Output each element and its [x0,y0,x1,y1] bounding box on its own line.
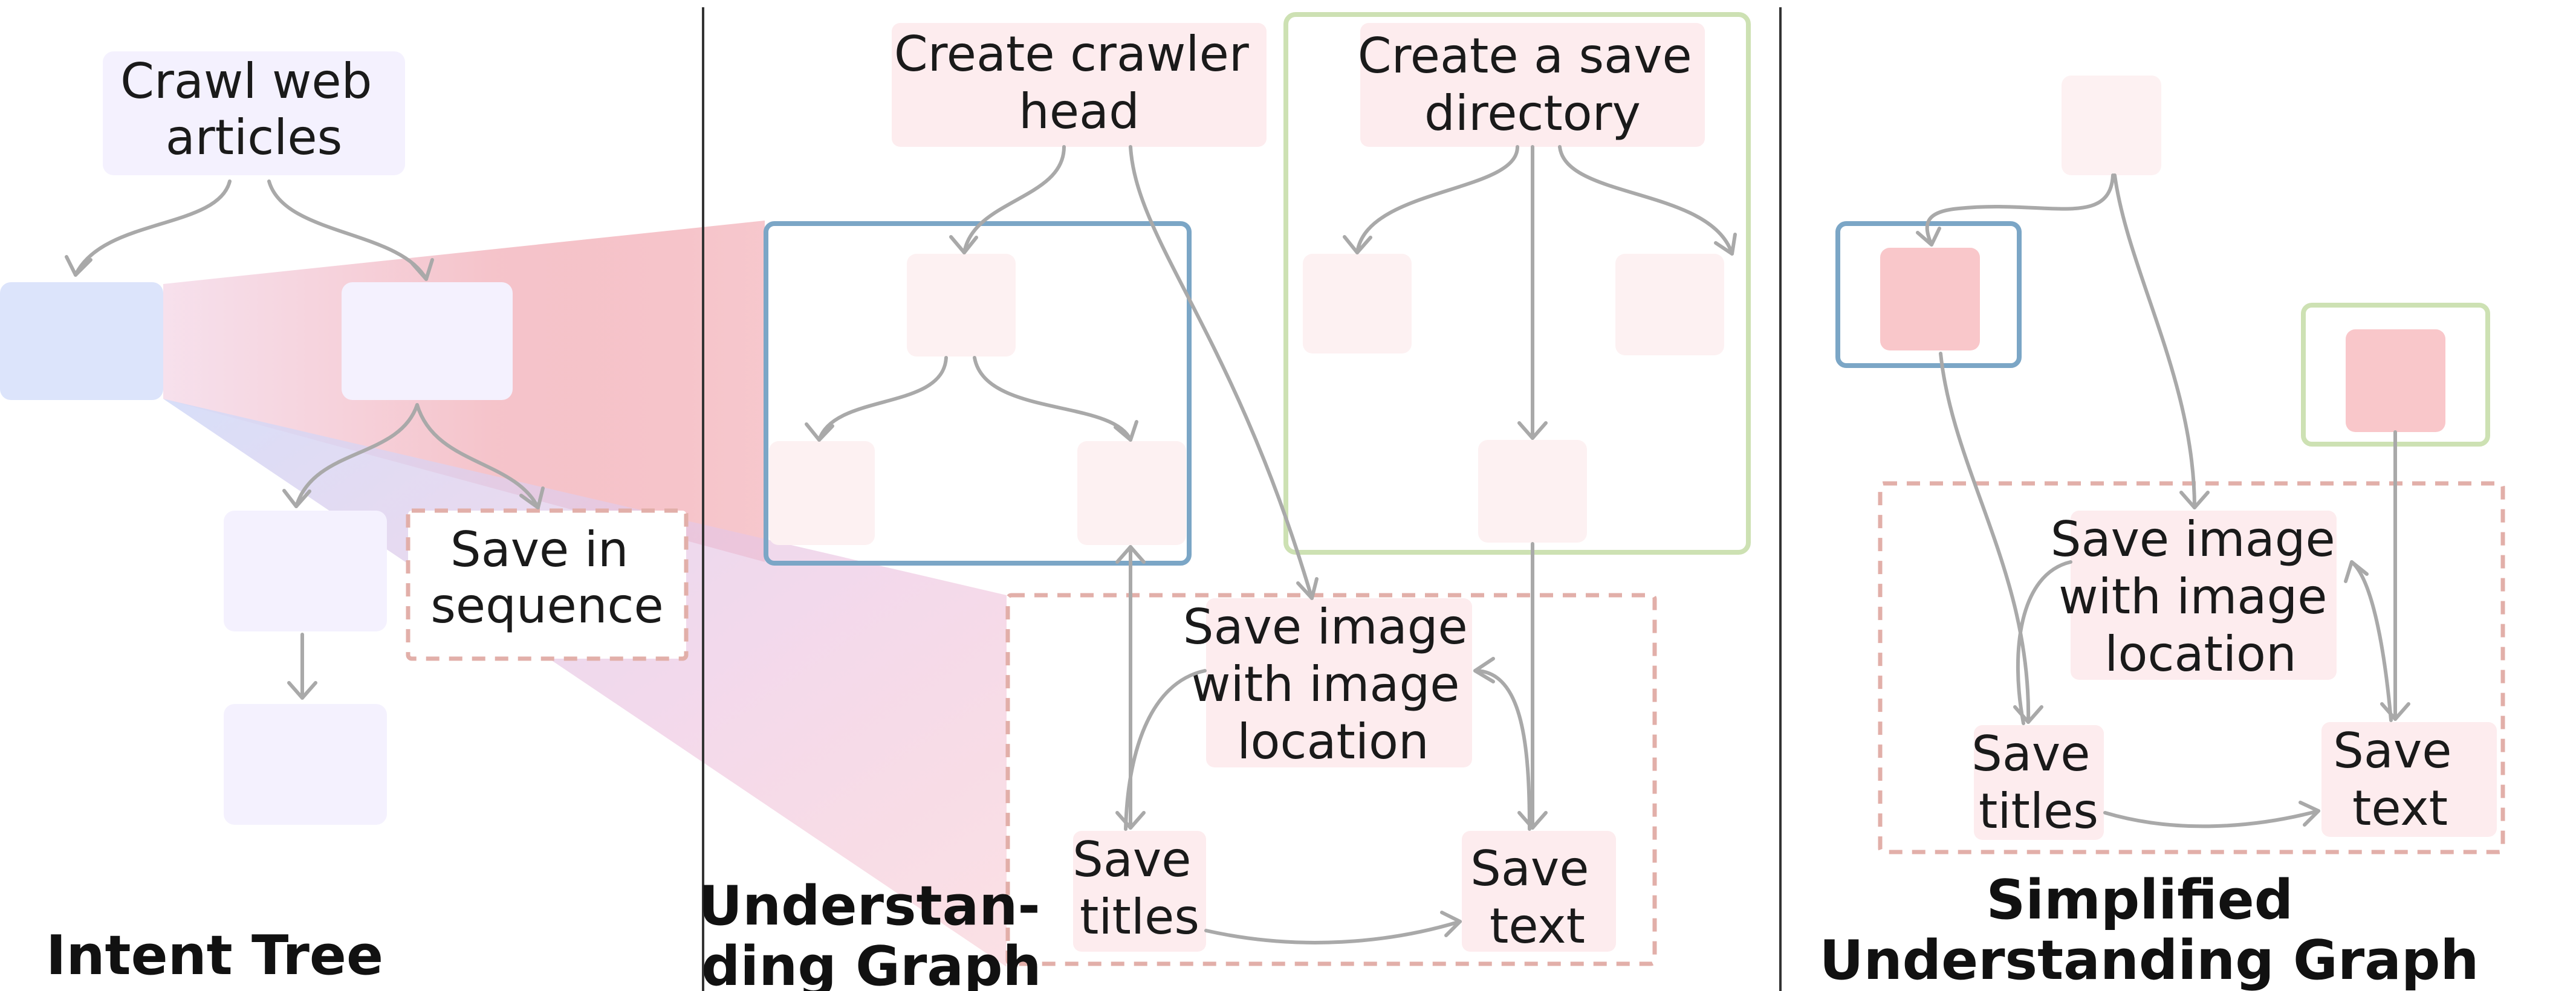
edge [2350,560,2393,722]
sug-titles-text: Save titles [1971,726,2106,839]
arrowhead [519,486,545,509]
sug-dashed-frame [1878,481,2505,854]
intent-root-text: Crawl web articles [120,53,388,166]
arrowhead [805,422,834,442]
intent-root-node [103,51,405,175]
ug-titles-text: Save titles [1072,831,1207,945]
arrowhead [1473,657,1495,683]
ug-green-frame [1283,12,1751,555]
arrowhead [410,258,434,281]
intent-highlight-node [0,282,163,400]
arrowhead [65,255,92,277]
intent-leaf-node [406,508,689,661]
edge [2103,809,2320,828]
arrowhead [1440,911,1462,937]
simplified-graph-title: Simplified Understanding Graph [1820,868,2479,991]
arrowhead [1115,545,1146,564]
ug-head-node [892,23,1267,147]
ug-faded-node [1077,441,1186,545]
intent-tree-title: Intent Tree [46,924,383,987]
ug-head-text: Create crawler head [894,26,1264,140]
ug-blue-frame [764,221,1192,566]
ug-dir-node [1360,23,1705,147]
ug-dashed-frame [1005,593,1657,966]
arrowhead [2013,705,2043,724]
sug-strong-node [1880,248,1980,350]
sug-text-text: Save text [2333,723,2467,836]
arrowhead [1115,811,1146,830]
sug-image-text: Save image with image location [2051,511,2351,682]
ug-faded-node [907,254,1016,357]
intent-node [342,282,513,400]
arrowhead [2299,801,2320,827]
edge [2016,560,2072,725]
edge [1204,920,1462,944]
arrowhead [1343,235,1372,254]
arrowhead [1916,227,1941,247]
arrowhead [1517,421,1548,440]
sug-strong-node [2346,329,2445,432]
edge [1129,145,1314,600]
ug-image-node [1206,598,1472,767]
edge [294,403,419,508]
arrowhead [1114,420,1138,442]
arrowhead [949,235,978,254]
ug-text-text: Save text [1470,841,1604,954]
edge [1473,669,1531,831]
arrowhead [2179,491,2210,509]
ug-faded-node [1478,440,1587,543]
sug-faded-node [2062,76,2161,175]
edge [415,403,540,509]
ug-faded-node [1615,254,1724,355]
arrowhead [1517,811,1548,830]
edge [1355,145,1519,254]
arrowhead [1296,577,1319,600]
arrowhead [282,489,311,508]
intent-leaf-text: Save in sequence [430,521,664,634]
edge [2113,173,2196,509]
edge [1925,173,2115,247]
ug-titles-node [1073,831,1206,952]
edge [1939,352,2031,724]
intent-node [224,511,387,631]
arrowhead [287,681,317,700]
ug-image-text: Save image with image location [1183,599,1483,770]
understanding-graph-title: Understan- ding Graph [698,874,1059,991]
sug-text-node [2321,722,2497,837]
sug-image-node [2071,511,2337,680]
intent-node [224,704,387,825]
arrowhead [2344,560,2369,583]
arrowhead [2380,702,2410,721]
edge [267,179,428,281]
ug-dir-text: Create a save directory [1358,28,1707,141]
arrowhead [1714,233,1737,256]
edge [1558,145,1734,256]
ug-faded-node [769,441,875,545]
edge [962,145,1066,254]
edge [973,356,1132,442]
sug-titles-node [1974,725,2104,840]
edge [817,356,948,442]
edge [74,179,232,277]
ug-faded-node [1303,254,1412,353]
ug-text-node [1462,831,1616,952]
edge [1124,669,1207,831]
